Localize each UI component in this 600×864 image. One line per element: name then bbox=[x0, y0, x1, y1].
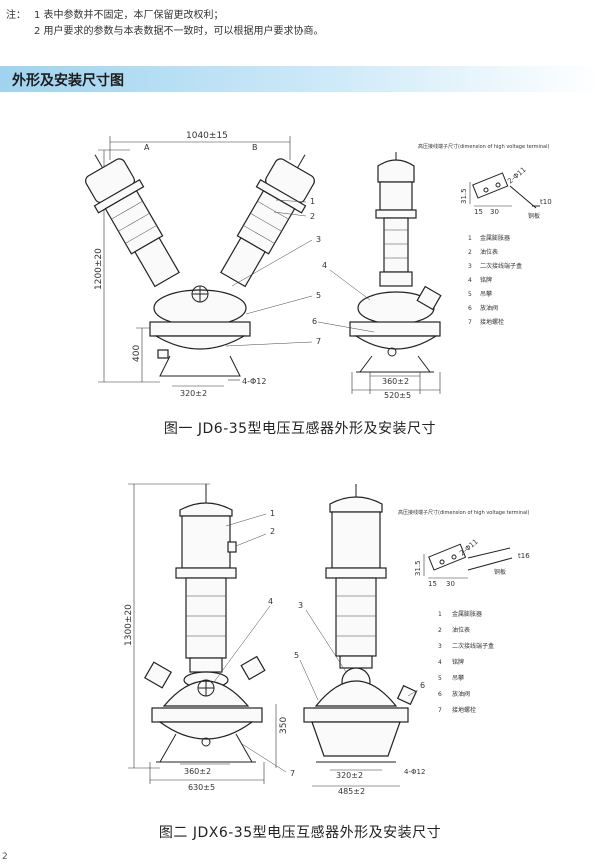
fig1-callout-4: 4 bbox=[322, 261, 327, 270]
svg-text:1: 1 bbox=[468, 235, 472, 242]
fig2-terminal-d2: 15 bbox=[428, 580, 437, 588]
fig2-dim-height: 1300±20 bbox=[124, 604, 134, 646]
fig2-callout-2: 2 bbox=[270, 527, 275, 536]
fig2-legend-4: 铭牌 bbox=[452, 658, 464, 666]
fig1-dim-width: 1040±15 bbox=[186, 131, 228, 141]
fig1-terminal-detail bbox=[469, 172, 540, 209]
fig2-callout-6: 6 bbox=[420, 681, 425, 690]
fig1-legend-2: 油位表 bbox=[480, 248, 498, 256]
svg-text:2: 2 bbox=[438, 627, 442, 634]
fig1-terminal-d1: 31.5 bbox=[460, 188, 468, 204]
fig2-legend-5: 吊攀 bbox=[452, 674, 464, 682]
fig2-callout-5: 5 bbox=[294, 651, 299, 660]
fig2-callout-1: 1 bbox=[270, 509, 275, 518]
svg-text:4: 4 bbox=[468, 277, 472, 284]
fig2-legend-7: 接地螺栓 bbox=[452, 706, 476, 714]
fig2-terminal-material: 铜板 bbox=[494, 568, 506, 576]
fig1-flange bbox=[149, 321, 251, 337]
fig2-callout-7: 7 bbox=[290, 769, 295, 778]
fig1-dim-height: 1200±20 bbox=[94, 248, 104, 290]
fig1-legend-7: 接地螺栓 bbox=[480, 318, 504, 326]
fig1-dim-side-a: 360±2 bbox=[382, 377, 409, 386]
fig2-legend-2: 油位表 bbox=[452, 626, 470, 634]
section-title: 外形及安装尺寸图 bbox=[12, 73, 124, 89]
fig1-callout-6: 6 bbox=[312, 317, 317, 326]
svg-text:5: 5 bbox=[468, 291, 472, 298]
fig1-terminal-d3: 30 bbox=[490, 208, 499, 216]
fig2-legend-1: 金属膨胀器 bbox=[452, 610, 482, 618]
note-2: 2 用户要求的参数与本表数据不一致时，可以根据用户要求协商。 bbox=[34, 26, 324, 37]
fig1-legend: 1 金属膨胀器 2 油位表 3 二次接线端子盒 4 铭牌 5 吊攀 6 放油阀 7 接地螺栓 bbox=[468, 234, 522, 326]
svg-text:6: 6 bbox=[468, 305, 472, 312]
svg-text:7: 7 bbox=[468, 319, 472, 326]
figure-2-drawing: 1300±20 350 bbox=[124, 483, 530, 796]
fig1-base bbox=[159, 355, 241, 377]
fig1-left-bushing bbox=[85, 154, 180, 288]
fig1-callout-3: 3 bbox=[316, 235, 321, 244]
note-1: 1 表中参数并不固定，本厂保留更改权利； bbox=[34, 10, 224, 21]
fig1-terminal-thick: t10 bbox=[540, 198, 552, 206]
fig2-dim-base-height: 350 bbox=[279, 717, 289, 734]
fig2-terminal-title: 高压接线端子尺寸(dimension of high voltage termi… bbox=[398, 509, 529, 516]
fig2-terminal-detail bbox=[423, 543, 513, 579]
figure-1-drawing: 1040±15 1200±20 400 A bbox=[85, 131, 552, 400]
notes-lead: 注： bbox=[6, 10, 26, 21]
fig2-side-view bbox=[303, 484, 418, 763]
fig1-dim-base-height: 400 bbox=[132, 345, 142, 362]
svg-text:7: 7 bbox=[438, 707, 442, 714]
fig1-legend-4: 铭牌 bbox=[480, 276, 492, 284]
fig2-dim-base-a: 360±2 bbox=[184, 767, 211, 776]
fig1-label-b: B bbox=[252, 143, 258, 152]
svg-text:5: 5 bbox=[438, 675, 442, 682]
notes: 注： 1 表中参数并不固定，本厂保留更改权利； 2 用户要求的参数与本表数据不一… bbox=[6, 8, 324, 40]
fig1-dim-bolt: 4-Φ12 bbox=[242, 377, 266, 386]
section-banner: 外形及安装尺寸图 bbox=[0, 66, 600, 92]
fig1-legend-6: 放油阀 bbox=[480, 304, 498, 312]
fig2-legend-3: 二次接线端子盒 bbox=[452, 642, 494, 650]
fig1-callout-2: 2 bbox=[310, 212, 315, 221]
fig1-label-a: A bbox=[144, 143, 150, 152]
fig2-dim-side-a: 320±2 bbox=[336, 771, 363, 780]
svg-text:3: 3 bbox=[468, 263, 472, 270]
fig1-callout-5: 5 bbox=[316, 291, 321, 300]
figure-2: 1300±20 350 bbox=[0, 476, 600, 806]
fig2-terminal-d1: 31.5 bbox=[414, 560, 422, 576]
svg-text:3: 3 bbox=[438, 643, 442, 650]
fig1-terminal-hole: 2-Φ11 bbox=[506, 166, 528, 186]
fig1-legend-3: 二次接线端子盒 bbox=[480, 262, 522, 270]
fig1-tank-bottom bbox=[153, 335, 247, 350]
fig1-right-bushing bbox=[220, 154, 315, 288]
fig2-legend-6: 放油阀 bbox=[452, 690, 470, 698]
fig2-terminal-d3: 30 bbox=[446, 580, 455, 588]
svg-text:6: 6 bbox=[438, 691, 442, 698]
figure-1-caption: 图一 JD6-35型电压互感器外形及安装尺寸 bbox=[163, 421, 437, 437]
fig1-callout-1: 1 bbox=[310, 197, 315, 206]
fig2-terminal-thick: t16 bbox=[518, 552, 530, 560]
fig1-dim-base: 320±2 bbox=[180, 389, 207, 398]
fig1-side-view bbox=[349, 152, 442, 394]
fig1-terminal-d2: 15 bbox=[474, 208, 483, 216]
svg-text:1: 1 bbox=[438, 611, 442, 618]
fig1-terminal-title: 高压接线端子尺寸(dimension of high voltage termi… bbox=[418, 143, 549, 150]
fig1-dim-side-b: 520±5 bbox=[384, 391, 411, 400]
page-number: 2 bbox=[2, 852, 8, 862]
fig2-legend: 1 金属膨胀器 2 油位表 3 二次接线端子盒 4 铭牌 5 吊攀 6 放油阀 7 接地螺栓 bbox=[438, 610, 494, 714]
fig2-callout-4: 4 bbox=[268, 597, 273, 606]
svg-text:2: 2 bbox=[468, 249, 472, 256]
fig1-legend-1: 金属膨胀器 bbox=[480, 234, 510, 242]
figure-2-caption: 图二 JDX6-35型电压互感器外形及安装尺寸 bbox=[158, 825, 442, 841]
fig2-dim-bolt: 4-Φ12 bbox=[404, 768, 425, 776]
fig2-dim-base-b: 630±5 bbox=[188, 783, 215, 792]
fig1-callout-7: 7 bbox=[316, 337, 321, 346]
fig2-callout-3: 3 bbox=[298, 601, 303, 610]
fig2-terminal-hole: 2-Φ11 bbox=[458, 538, 480, 558]
fig1-legend-5: 吊攀 bbox=[480, 290, 492, 298]
fig2-dim-side-b: 485±2 bbox=[338, 787, 365, 796]
fig1-terminal-material: 铜板 bbox=[528, 212, 540, 220]
fig2-front-view bbox=[144, 484, 266, 763]
svg-text:4: 4 bbox=[438, 659, 442, 666]
figure-1: 1040±15 1200±20 400 A bbox=[0, 100, 600, 400]
